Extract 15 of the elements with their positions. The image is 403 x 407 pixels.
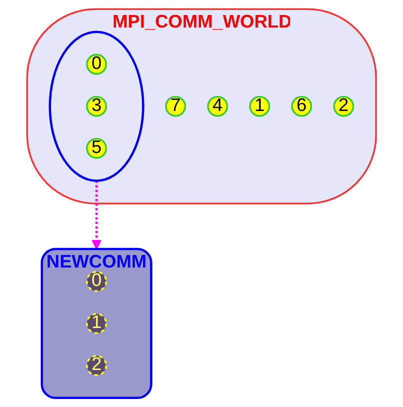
arrow xyxy=(91,180,102,250)
node-circle xyxy=(86,54,107,75)
node-circle xyxy=(291,96,312,117)
diagram-drawing: MPI_COMM_WORLD NEWCOMM 0 1 2 0 3 5 7 4 1 6 2 xyxy=(18,0,386,407)
cluster xyxy=(26,8,377,204)
node-circle xyxy=(86,270,107,292)
node-circle xyxy=(207,96,228,117)
cluster xyxy=(40,248,152,400)
node-circle xyxy=(164,96,186,117)
node-circle xyxy=(249,96,270,117)
node-circle xyxy=(86,96,107,117)
node-circle xyxy=(86,355,107,376)
node-circle xyxy=(86,312,107,334)
node-circle xyxy=(333,96,354,117)
node-circle xyxy=(86,138,107,159)
